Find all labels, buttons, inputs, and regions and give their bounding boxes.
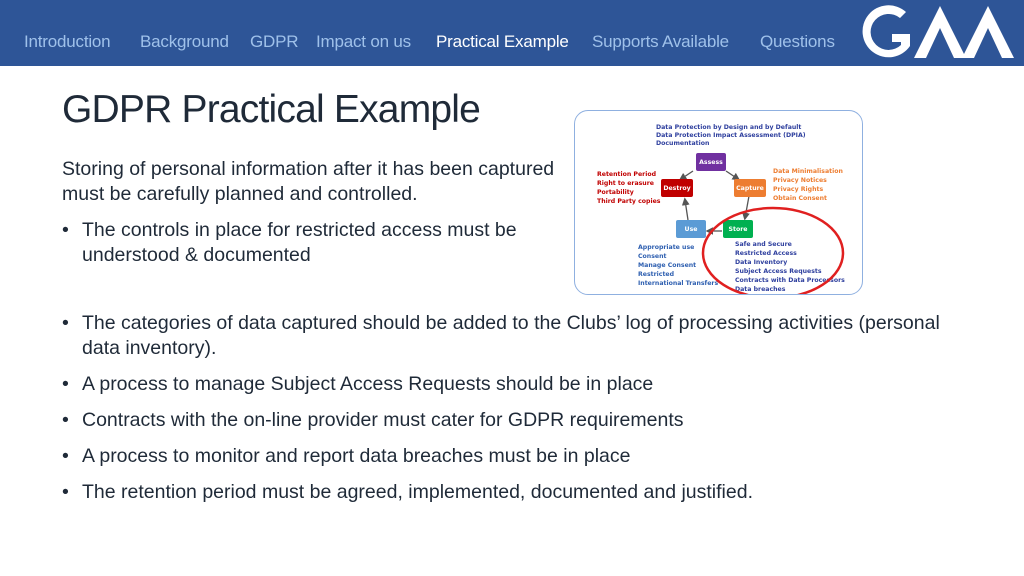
assess-box [696, 153, 726, 171]
nav-tab-questions[interactable]: Questions [760, 32, 835, 51]
bullet-item: • The retention period must be agreed, i… [62, 480, 962, 505]
bullet-text: The controls in place for restricted acc… [82, 219, 517, 266]
destroy-note: Portability [597, 189, 634, 196]
store-note: Data Inventory [735, 259, 787, 266]
use-note: International Transfers [638, 280, 718, 287]
bullet-item: • A process to monitor and report data b… [62, 444, 962, 469]
top-nav-bar: Introduction Background GDPR Impact on u… [0, 0, 1024, 66]
nav-tab-supports-available[interactable]: Supports Available [592, 32, 729, 51]
destroy-box [661, 179, 693, 197]
page-title: GDPR Practical Example [62, 88, 481, 131]
bullet-text: A process to monitor and report data bre… [82, 445, 631, 467]
nav-tab-background[interactable]: Background [140, 32, 229, 51]
use-note: Consent [638, 253, 666, 260]
nav-tab-introduction[interactable]: Introduction [24, 32, 111, 51]
destroy-note: Retention Period [597, 171, 656, 178]
store-box [723, 220, 753, 238]
store-note: Contracts with Data Processors [735, 277, 845, 284]
destroy-label: Destroy [663, 185, 690, 192]
bullet-symbol: • [62, 312, 69, 334]
bullet-symbol: • [62, 481, 69, 503]
diagram-header-line: Data Protection by Design and by Default [656, 124, 801, 131]
bullet-text: Contracts with the on-line provider must… [82, 409, 684, 431]
capture-note: Data Minimalisation [773, 168, 843, 175]
destroy-note: Right to erasure [597, 180, 654, 187]
data-lifecycle-diagram: Data Protection by Design and by Default… [574, 110, 863, 295]
store-note: Subject Access Requests [735, 268, 822, 275]
capture-box [734, 179, 766, 197]
use-note: Manage Consent [638, 262, 696, 269]
use-note: Appropriate use [638, 244, 694, 251]
capture-note: Privacy Rights [773, 186, 823, 193]
bullet-item: • A process to manage Subject Access Req… [62, 372, 962, 397]
highlight-circle [701, 206, 845, 294]
gaa-logo [862, 5, 1014, 58]
capture-note: Privacy Notices [773, 177, 827, 184]
use-label: Use [685, 226, 698, 233]
bullet-text: A process to manage Subject Access Reque… [82, 373, 654, 395]
intro-paragraph: Storing of personal information after it… [62, 158, 555, 205]
diagram-header-line: Data Protection Impact Assessment (DPIA) [656, 132, 806, 139]
assess-label: Assess [699, 159, 723, 166]
bullet-symbol: • [62, 445, 69, 467]
store-note: Data breaches [735, 286, 786, 293]
store-note: Safe and Secure [735, 241, 792, 248]
bullet-item: • The controls in place for restricted a… [62, 218, 562, 268]
nav-tab-gdpr[interactable]: GDPR [250, 32, 299, 51]
bullet-item: • The categories of data captured should… [62, 311, 962, 361]
nav-tab-practical-example[interactable]: Practical Example [436, 32, 569, 51]
nav-tab-impact-on-us[interactable]: Impact on us [316, 32, 411, 51]
bullet-symbol: • [62, 409, 69, 431]
use-box [676, 220, 706, 238]
capture-note: Obtain Consent [773, 195, 827, 202]
bullet-symbol: • [62, 219, 69, 241]
bullet-item: • Contracts with the on-line provider mu… [62, 408, 962, 433]
capture-label: Capture [736, 185, 764, 192]
bullet-text: The categories of data captured should b… [82, 312, 940, 359]
store-note: Restricted Access [735, 250, 797, 257]
diagram-header-line: Documentation [656, 140, 709, 147]
destroy-note: Third Party copies [597, 198, 661, 205]
bullet-symbol: • [62, 373, 69, 395]
use-note: Restricted [638, 271, 674, 278]
store-label: Store [729, 226, 748, 233]
bullet-text: The retention period must be agreed, imp… [82, 481, 753, 503]
